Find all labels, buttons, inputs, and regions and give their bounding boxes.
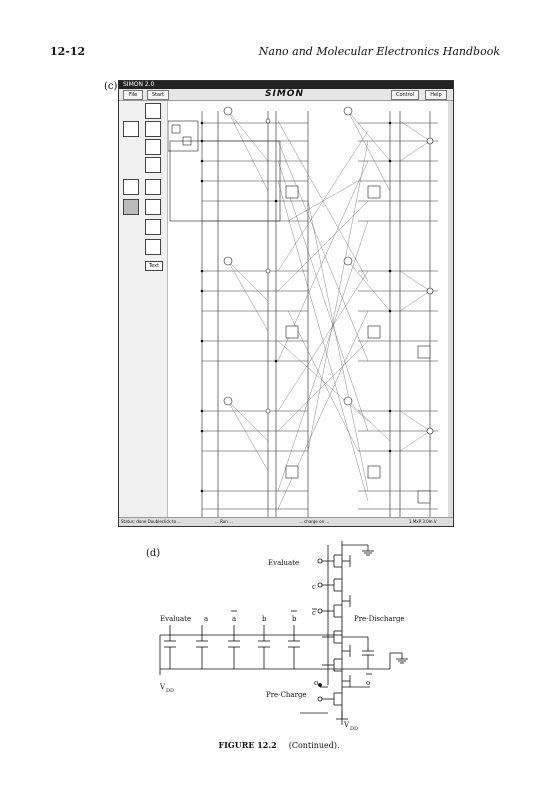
node-tool-icon [145,139,161,155]
source-tool-icon [145,157,161,173]
menu-help: Help [425,90,447,100]
menu-file: File [123,90,143,100]
page-number: 12-12 [50,45,86,58]
label-evaluate-top: Evaluate [268,559,299,567]
label-pre-discharge: Pre-Discharge [354,615,405,623]
window-titlebar: SIMON 2.0 [119,81,453,89]
status-bar: Status: done Doubleclick to ... ... Run … [119,517,453,526]
label-evaluate-left: Evaluate [160,615,191,623]
status-mid: ... Run ... [215,519,233,524]
status-right-a: ... charge on ... [299,519,330,524]
simon-circuit-drawing [168,106,438,517]
label-c-bar: c [312,609,316,617]
label-o: o [314,679,318,687]
panel-label-c: (c) [104,81,118,92]
label-vdd-left-sub: DD [166,688,174,694]
figure-caption-text: (Continued). [288,741,340,750]
figure-caption: FIGURE 12.2 (Continued). [0,740,558,750]
tool-palette: Text [119,101,168,517]
capacitor-tool-icon [145,103,161,119]
status-left: Status: done Doubleclick to ... [121,519,182,524]
label-vdd-bottom-sub: DD [350,726,358,732]
panel-label-d: (d) [146,548,161,559]
zoom-tool-icon [145,219,161,235]
label-vdd-left: V [159,683,166,691]
capacitor-tool-icon [145,121,161,137]
junction-tool-icon [123,121,139,137]
label-b: b [262,615,267,623]
text-tool-button: Text [145,261,163,271]
status-right-b: 1 MxP 3.0m.V [409,519,437,524]
vertical-scrollbar [448,101,453,517]
label-a: a [204,615,208,623]
label-pre-charge: Pre-Charge [266,691,307,699]
domino-circuit-schematic: Evaluate c c Evaluate a a b b Pre-Discha… [159,541,408,732]
figure-label: FIGURE 12.2 [218,740,277,750]
menu-bar: File Start SIMON Control Help [119,89,453,101]
label-c: c [312,583,316,591]
label-a-bar: a [232,615,236,623]
circle-tool-icon [123,179,139,195]
label-o-bar: o [366,679,370,687]
circle-tool-icon [145,179,161,195]
move-tool-icon [145,199,161,215]
menu-start: Start [147,90,169,100]
menu-control: Control [391,90,419,100]
select-tool-icon [123,199,139,215]
circuit-canvas [168,101,452,517]
label-vdd-bottom: V [343,721,350,729]
label-b-bar: b [292,615,297,623]
running-header: Nano and Molecular Electronics Handbook [258,45,500,58]
simon-window: SIMON 2.0 File Start SIMON Control Help … [118,80,454,527]
simon-logo: SIMON [265,89,304,99]
wire-tool-icon [145,239,161,255]
